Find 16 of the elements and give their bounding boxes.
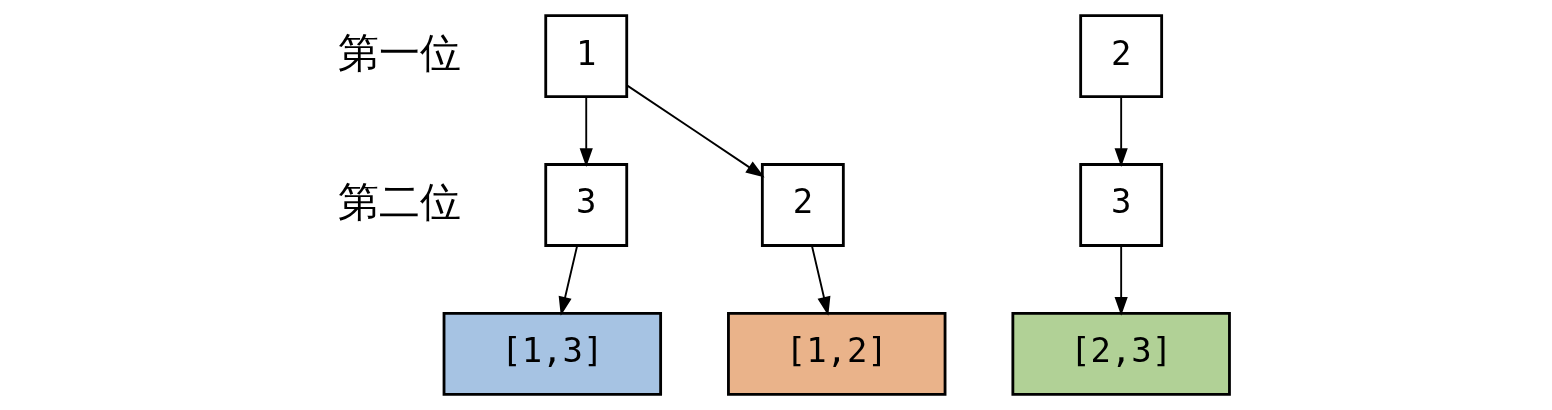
node-box: [2,3] — [1011, 311, 1231, 396]
arrow — [810, 244, 831, 316]
label: 第二位 — [338, 177, 462, 226]
arrow — [1114, 96, 1128, 167]
arrow — [1114, 244, 1128, 316]
node-box: 3 — [1079, 163, 1164, 247]
node-box: 2 — [760, 163, 845, 247]
node-box: 1 — [544, 14, 629, 99]
node-box: 2 — [1079, 14, 1164, 99]
node-box: 3 — [544, 163, 629, 247]
label: 第一位 — [338, 28, 462, 77]
arrow — [579, 96, 593, 167]
arrow — [558, 244, 579, 316]
node-box: [1,2] — [727, 311, 947, 396]
node-box: [1,3] — [442, 311, 663, 396]
arrow — [626, 84, 765, 178]
